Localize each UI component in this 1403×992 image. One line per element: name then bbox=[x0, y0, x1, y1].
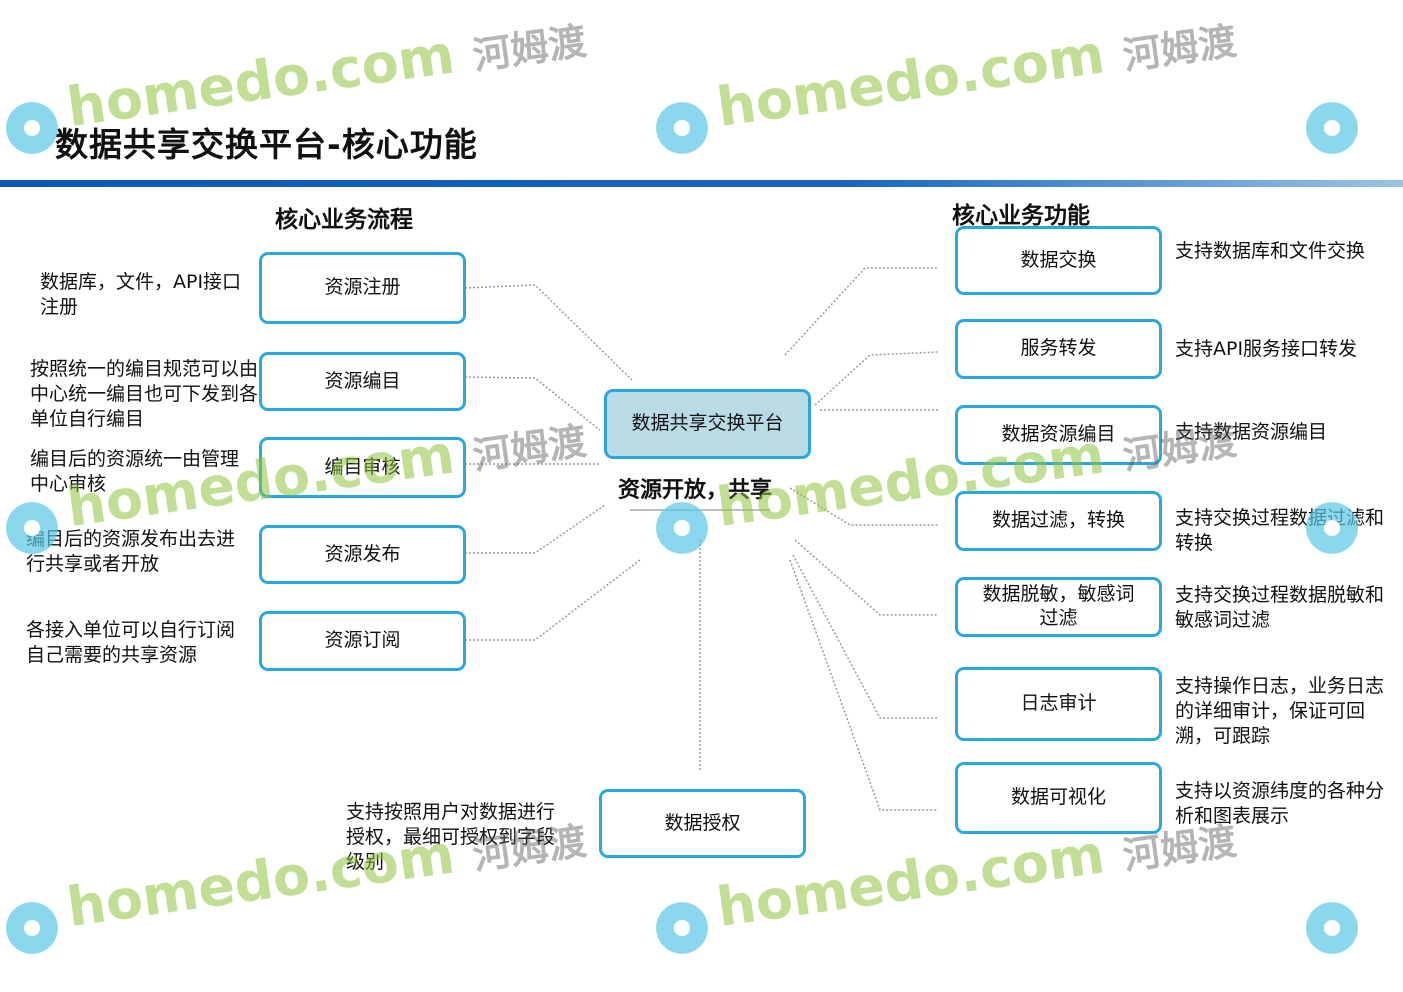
flow-desc: 编目后的资源统一由管理中心审核 bbox=[30, 448, 240, 495]
flow-box-register: 资源注册 bbox=[259, 252, 466, 324]
connector bbox=[814, 351, 939, 406]
flow-box-subscribe: 资源订阅 bbox=[259, 611, 466, 671]
func-desc: 支持操作日志，业务日志的详细审计，保证可回溯，可跟踪 bbox=[1175, 675, 1385, 747]
flow-box-publish: 资源发布 bbox=[259, 525, 466, 584]
connector bbox=[792, 554, 938, 719]
connector bbox=[465, 504, 606, 554]
page-title: 数据共享交换平台-核心功能 bbox=[55, 125, 478, 164]
auth-box: 数据授权 bbox=[599, 789, 806, 858]
func-box-catalog: 数据资源编目 bbox=[955, 405, 1162, 465]
func-box-visualization: 数据可视化 bbox=[955, 762, 1162, 834]
func-desc: 支持数据库和文件交换 bbox=[1175, 240, 1366, 262]
connector bbox=[464, 284, 633, 381]
func-box-filter: 数据过滤，转换 bbox=[955, 491, 1162, 551]
platform-box: 数据共享交换平台 bbox=[604, 389, 811, 459]
func-desc: 支持数据资源编目 bbox=[1175, 421, 1328, 443]
func-box-audit: 日志审计 bbox=[955, 667, 1162, 741]
func-box-masking: 数据脱敏，敏感词过滤 bbox=[955, 577, 1162, 637]
right-heading: 核心业务功能 bbox=[952, 203, 1090, 229]
connector bbox=[465, 559, 641, 641]
connector bbox=[464, 376, 601, 431]
left-heading: 核心业务流程 bbox=[275, 207, 413, 233]
func-desc: 支持API服务接口转发 bbox=[1175, 338, 1358, 360]
platform-subtitle: 资源开放，共享 bbox=[618, 478, 773, 503]
func-box-forward: 服务转发 bbox=[955, 319, 1162, 379]
connector bbox=[789, 559, 938, 811]
connector bbox=[784, 267, 938, 356]
flow-box-catalog: 资源编目 bbox=[259, 352, 466, 411]
flow-desc: 编目后的资源发布出去进行共享或者开放 bbox=[26, 528, 236, 575]
func-desc: 支持以资源纬度的各种分析和图表展示 bbox=[1175, 780, 1385, 827]
auth-desc: 支持按照用户对数据进行授权，最细可授权到字段级别 bbox=[346, 801, 556, 873]
connector bbox=[789, 487, 938, 526]
header-rule bbox=[0, 180, 1403, 187]
connector bbox=[794, 539, 938, 616]
func-box-exchange: 数据交换 bbox=[955, 226, 1162, 295]
func-desc: 支持交换过程数据过滤和转换 bbox=[1175, 507, 1385, 554]
flow-desc: 数据库，文件，API接口注册 bbox=[40, 271, 242, 318]
func-desc: 支持交换过程数据脱敏和敏感词过滤 bbox=[1175, 584, 1385, 631]
flow-desc: 按照统一的编目规范可以由中心统一编目也可下发到各单位自行编目 bbox=[30, 358, 259, 430]
flow-box-review: 编目审核 bbox=[259, 437, 466, 498]
flow-desc: 各接入单位可以自行订阅自己需要的共享资源 bbox=[26, 619, 236, 666]
